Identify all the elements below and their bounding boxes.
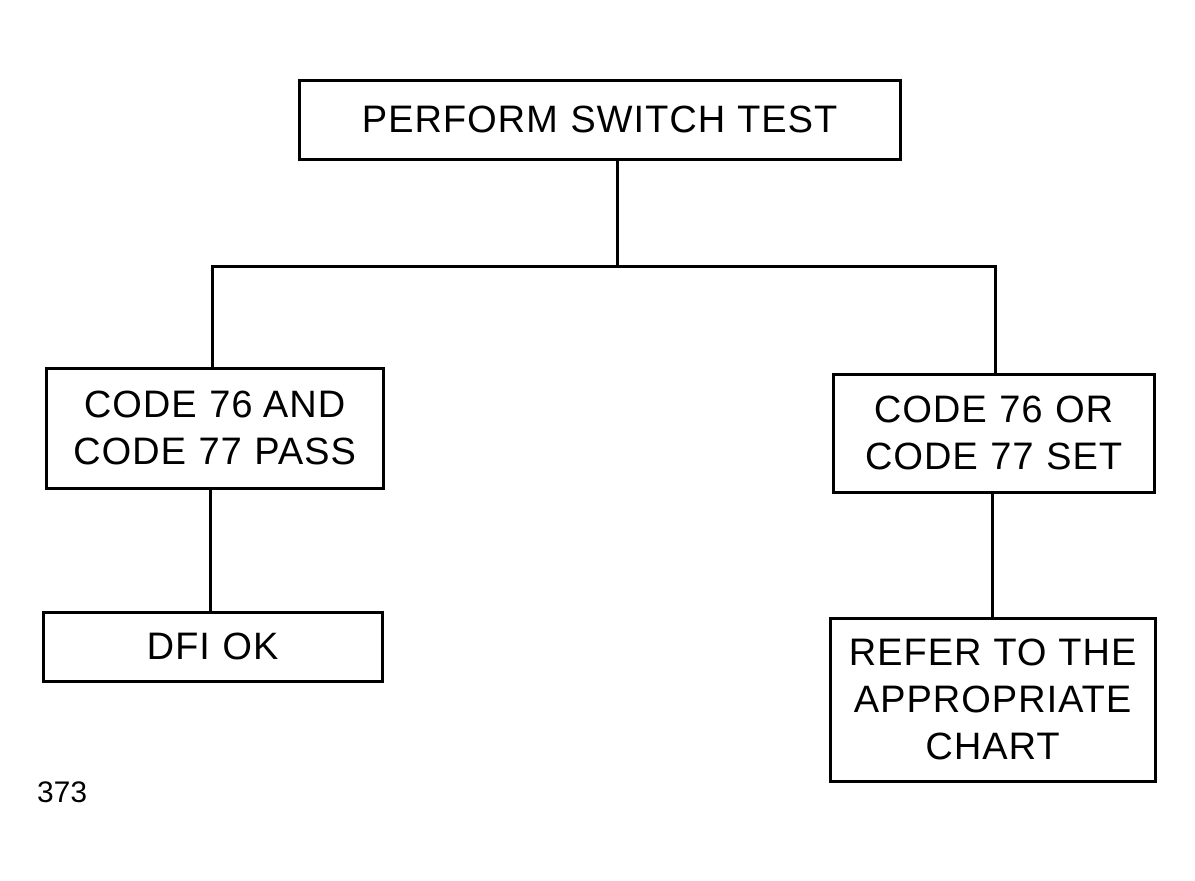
connector-horizontal-branch xyxy=(211,265,997,268)
codes-set-line-2: CODE 77 SET xyxy=(864,435,1124,478)
connector-left-condition-to-result xyxy=(209,488,212,614)
refer-chart-line-2: APPROPRIATE xyxy=(853,678,1133,721)
codes-pass-box: CODE 76 AND CODE 77 PASS xyxy=(45,367,385,490)
codes-set-box: CODE 76 OR CODE 77 SET xyxy=(832,373,1156,494)
connector-left-down xyxy=(211,265,214,369)
dfi-ok-label: DFI OK xyxy=(146,625,280,668)
perform-switch-test-label: PERFORM SWITCH TEST xyxy=(361,98,839,141)
codes-set-line-1: CODE 76 OR xyxy=(873,388,1115,431)
connector-right-condition-to-result xyxy=(991,492,994,620)
codes-pass-line-2: CODE 77 PASS xyxy=(73,430,357,473)
refer-chart-box: REFER TO THE APPROPRIATE CHART xyxy=(829,617,1157,783)
connector-right-down xyxy=(994,265,997,375)
figure-number: 373 xyxy=(37,776,88,809)
codes-pass-line-1: CODE 76 AND xyxy=(83,383,347,426)
refer-chart-line-3: CHART xyxy=(925,725,1061,768)
connector-root-down xyxy=(616,158,619,268)
perform-switch-test-box: PERFORM SWITCH TEST xyxy=(298,79,902,161)
refer-chart-line-1: REFER TO THE xyxy=(848,631,1138,674)
dfi-ok-box: DFI OK xyxy=(42,611,384,683)
